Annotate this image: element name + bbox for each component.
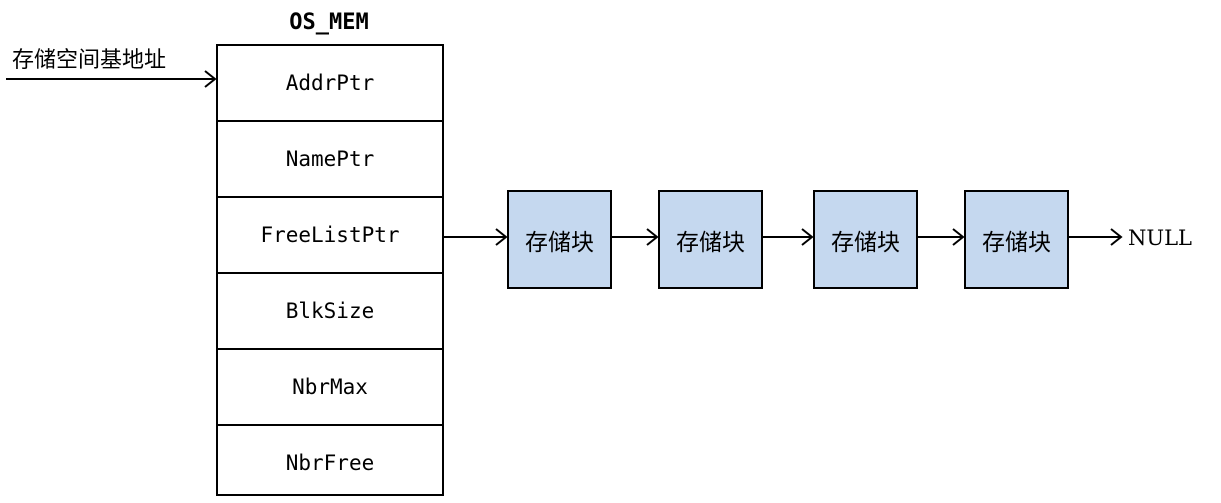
block-label: 存储块 [982,229,1051,256]
field-label: BlkSize [285,299,375,323]
field-label: NamePtr [285,147,375,171]
field-nbrfree: NbrFree [218,426,442,500]
memory-block-3: 存储块 [813,190,918,289]
field-nameptr: NamePtr [218,122,442,198]
null-terminator: NULL [1128,226,1192,250]
field-label: AddrPtr [285,71,375,95]
field-label: NbrFree [285,451,375,475]
block-label: 存储块 [676,229,745,256]
field-freelistptr: FreeListPtr [218,198,442,274]
link-arrow-3 [916,228,965,246]
memory-block-4: 存储块 [964,190,1069,289]
memory-block-2: 存储块 [658,190,763,289]
block-label: 存储块 [831,229,900,256]
link-arrow-2 [761,228,814,246]
field-blksize: BlkSize [218,274,442,350]
field-addrptr: AddrPtr [218,46,442,122]
link-arrow-1 [610,228,659,246]
block-label: 存储块 [525,229,594,256]
base-address-label: 存储空间基地址 [12,48,167,73]
freelist-arrow [442,228,508,246]
struct-title: OS_MEM [289,10,369,35]
field-label: FreeListPtr [260,223,400,247]
memory-block-1: 存储块 [507,190,612,289]
field-nbrmax: NbrMax [218,350,442,426]
null-arrow [1067,228,1123,246]
field-label: NbrMax [292,375,368,399]
os-mem-struct: AddrPtr NamePtr FreeListPtr BlkSize NbrM… [216,44,444,496]
